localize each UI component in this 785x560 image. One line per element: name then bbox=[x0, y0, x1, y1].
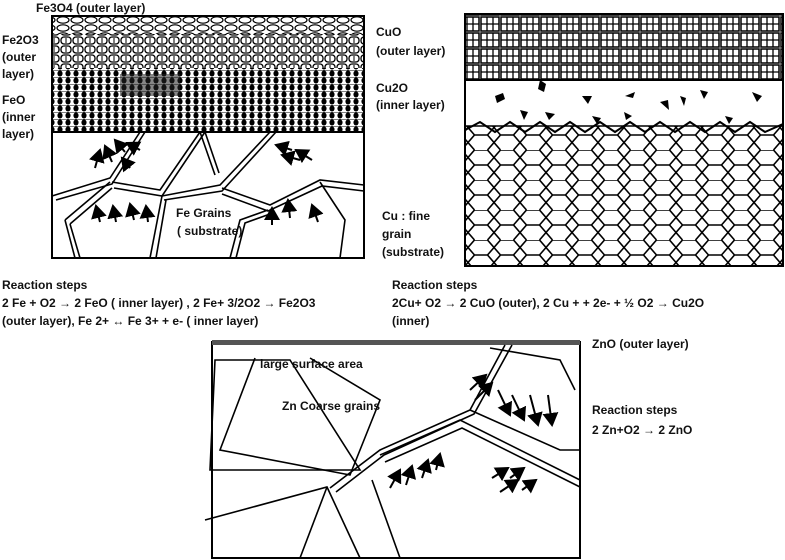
fe2o3-label-1: Fe2O3 bbox=[2, 33, 39, 47]
zn-reaction-title: Reaction steps bbox=[592, 403, 678, 417]
cu-reaction-line-1: 2Cu+ O2 → 2 CuO (outer), 2 Cu + + 2e- + … bbox=[392, 296, 705, 310]
fe-reaction-line-2: (outer layer), Fe 2+ ↔ Fe 3+ + e- ( inne… bbox=[2, 314, 259, 328]
cu-panel bbox=[464, 13, 784, 267]
cuo-label-2: (outer layer) bbox=[376, 44, 446, 58]
fe3o4-label: Fe3O4 (outer layer) bbox=[36, 1, 146, 15]
fe2o3-label-3: layer) bbox=[2, 67, 35, 81]
cu-sub-label-1: Cu : fine bbox=[382, 209, 430, 223]
zn-reaction-line: 2 Zn+O2 → 2 ZnO bbox=[592, 423, 693, 437]
zn-panel bbox=[204, 340, 581, 559]
cu2o-label-1: Cu2O bbox=[376, 81, 409, 95]
cu-sub-label-2: grain bbox=[382, 227, 412, 241]
fe-reaction-line-1: 2 Fe + O2 → 2 FeO ( inner layer) , 2 Fe+… bbox=[2, 296, 316, 310]
cu2o-label-2: (inner layer) bbox=[376, 98, 445, 112]
zn-surface-label: large surface area bbox=[260, 357, 363, 371]
fe-grains-label: Fe Grains bbox=[176, 206, 232, 220]
fe-substrate-label: ( substrate) bbox=[177, 224, 243, 238]
cu-sub-label-3: (substrate) bbox=[382, 245, 445, 259]
zn-grains-label: Zn Coarse grains bbox=[282, 399, 381, 413]
cu-reaction-title: Reaction steps bbox=[392, 278, 478, 292]
fe-panel bbox=[51, 15, 365, 259]
cu-reaction-line-2: (inner) bbox=[392, 314, 430, 328]
feo-label-2: (inner bbox=[2, 110, 36, 124]
fe2o3-label-2: (outer bbox=[2, 50, 36, 64]
zno-label: ZnO (outer layer) bbox=[592, 337, 689, 351]
feo-label-3: layer) bbox=[2, 127, 35, 141]
cuo-label-1: CuO bbox=[376, 25, 402, 39]
fe-reaction-title: Reaction steps bbox=[2, 278, 88, 292]
feo-label-1: FeO bbox=[2, 93, 26, 107]
